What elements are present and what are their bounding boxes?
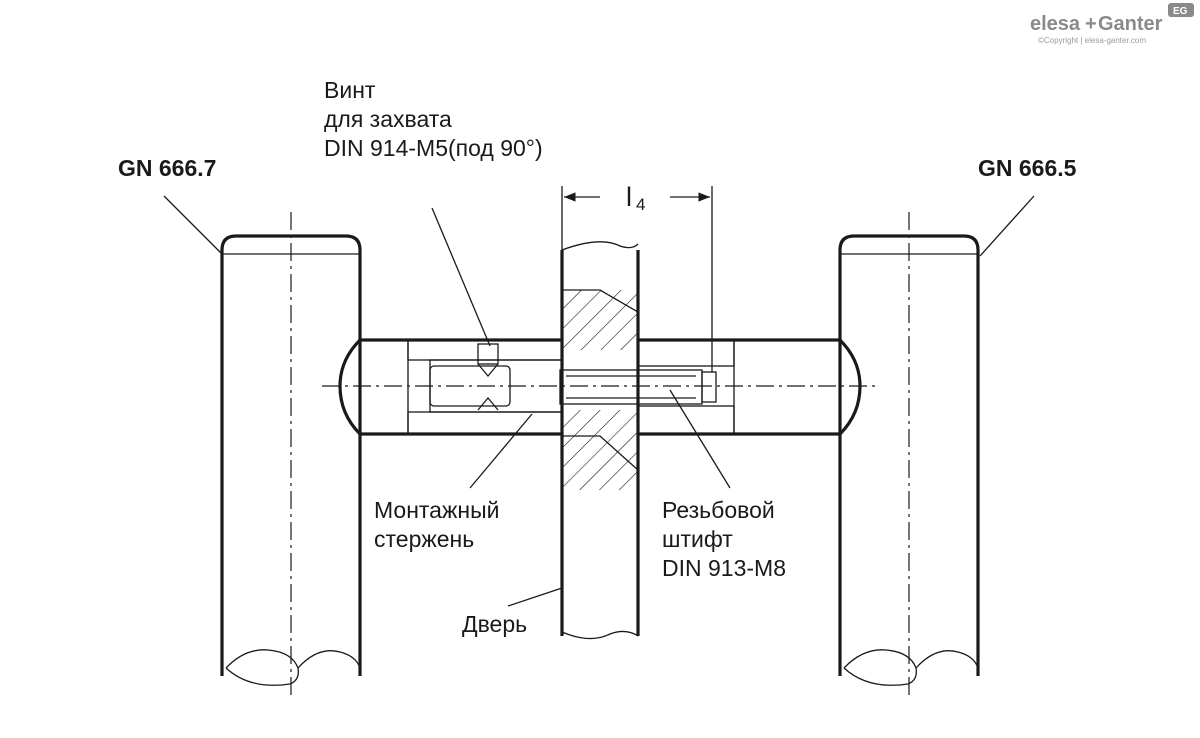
label-grub-screw-line2: для захвата <box>324 106 452 132</box>
brand-logo: elesa + Ganter EG ©Copyright | elesa-gan… <box>1030 3 1194 45</box>
mounting-rod-drawing <box>322 338 878 436</box>
label-left-handle: GN 666.7 <box>118 155 216 181</box>
dimension-l4-subscript: 4 <box>636 195 645 214</box>
labels: GN 666.7 GN 666.5 Винт для захвата DIN 9… <box>118 77 1077 637</box>
logo-copyright: ©Copyright | elesa-ganter.com <box>1038 36 1146 45</box>
label-mounting-rod-line2: стержень <box>374 526 474 552</box>
label-door: Дверь <box>462 611 527 637</box>
label-threaded-pin-line3: DIN 913-M8 <box>662 555 786 581</box>
right-handle-drawing <box>838 212 980 700</box>
dimension-l4-label: l <box>626 182 632 212</box>
label-threaded-pin-line2: штифт <box>662 526 733 552</box>
logo-badge-text: EG <box>1173 6 1188 17</box>
leader-lines <box>163 195 1035 607</box>
door-section <box>560 241 640 640</box>
label-right-handle: GN 666.5 <box>978 155 1077 181</box>
logo-badge-icon <box>1168 3 1194 17</box>
dimension-l4: l 4 <box>561 182 713 372</box>
label-mounting-rod-line1: Монтажный <box>374 497 499 523</box>
label-grub-screw-line3: DIN 914-M5(под 90°) <box>324 135 543 161</box>
logo-brand-plus: + <box>1085 13 1097 35</box>
logo-brand-right: Ganter <box>1098 13 1163 35</box>
label-grub-screw-line1: Винт <box>324 77 376 103</box>
left-handle-drawing <box>220 212 362 700</box>
logo-brand-left: elesa <box>1030 13 1081 35</box>
label-threaded-pin-line1: Резьбовой <box>662 497 775 523</box>
